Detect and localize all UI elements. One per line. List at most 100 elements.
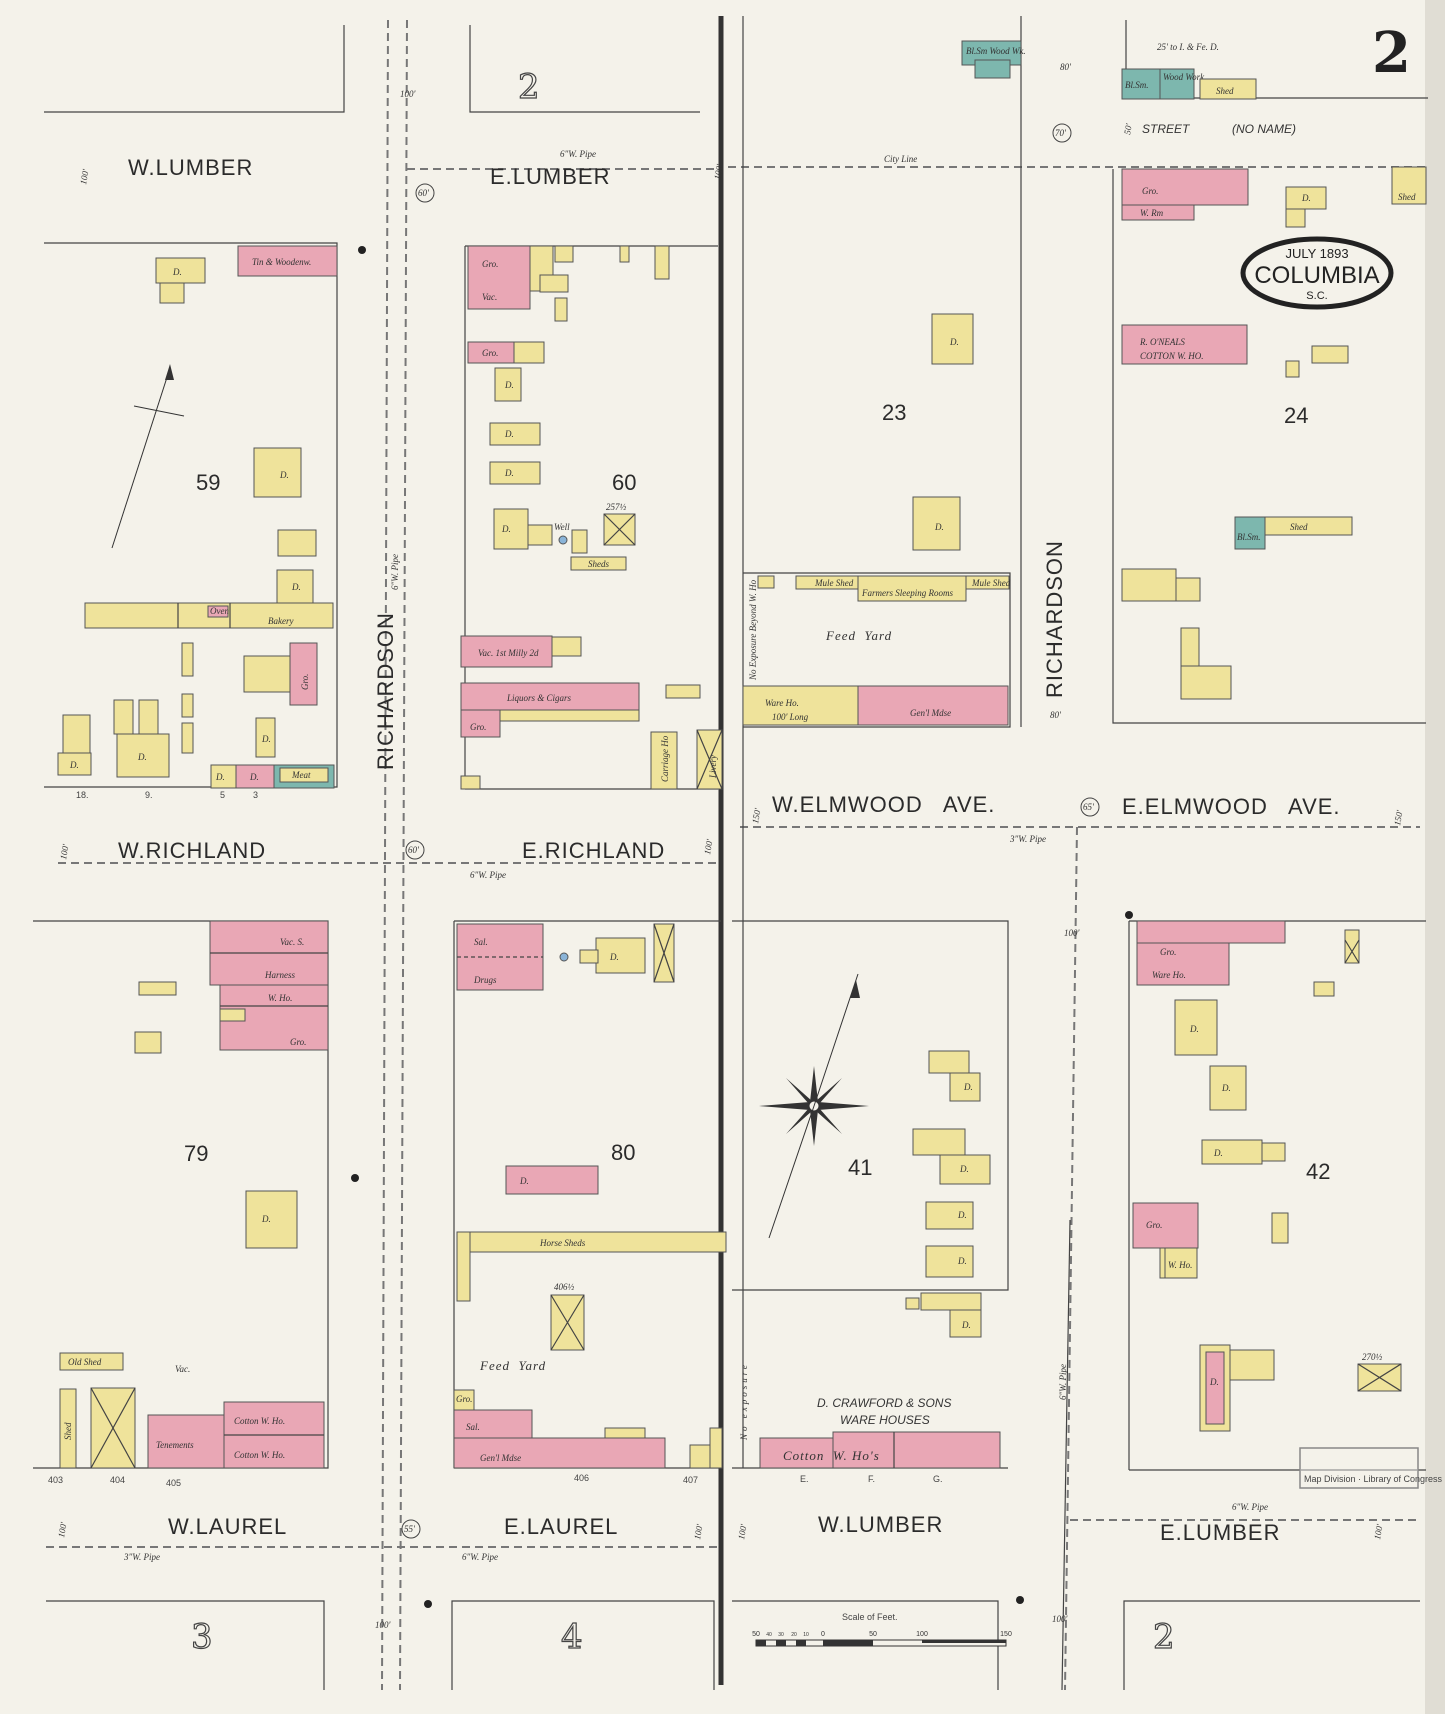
street-lines	[44, 16, 1430, 1691]
svg-text:D.: D.	[1189, 1024, 1199, 1034]
svg-text:Gro.: Gro.	[456, 1394, 472, 1404]
block-number-41: 41	[848, 1155, 872, 1180]
street-w-elmwood: W.ELMWOOD AVE.	[772, 792, 995, 817]
svg-text:D.: D.	[215, 772, 225, 782]
svg-text:Gen'l Mdse: Gen'l Mdse	[480, 1453, 521, 1463]
street-w-richland: W.RICHLAND	[118, 838, 266, 863]
scale-tick-label: 20	[791, 1632, 797, 1638]
svg-text:5: 5	[220, 790, 225, 800]
svg-text:D.: D.	[172, 267, 182, 277]
svg-text:Gro.: Gro.	[482, 259, 498, 269]
scale-tick-label: 150	[1000, 1631, 1012, 1638]
svg-text:D.: D.	[501, 524, 511, 534]
svg-text:150': 150'	[1392, 808, 1405, 826]
block-number-60: 60	[612, 470, 636, 495]
block-24-buildings: 25' to I. & Fe. D. Bl.Sm. Wood Work Shed…	[1121, 42, 1427, 700]
svg-text:W. Ho.: W. Ho.	[1168, 1260, 1192, 1270]
svg-text:D.: D.	[609, 952, 619, 962]
svg-text:100': 100'	[702, 837, 715, 855]
adjoining-sheet-top[interactable]: 2	[517, 66, 540, 107]
svg-text:Gro.: Gro.	[290, 1037, 306, 1047]
svg-text:Tenements: Tenements	[156, 1440, 194, 1450]
svg-text:100' Long: 100' Long	[772, 712, 809, 722]
svg-text:Well: Well	[554, 522, 570, 532]
svg-text:D.: D.	[519, 1176, 529, 1186]
street-w-laurel: W.LAUREL	[168, 1514, 287, 1539]
svg-text:W. Rm: W. Rm	[1140, 208, 1164, 218]
title-date: JULY 1893	[1285, 246, 1348, 261]
svg-text:D.: D.	[261, 1214, 271, 1224]
svg-text:6"W. Pipe: 6"W. Pipe	[462, 1552, 498, 1562]
svg-text:403: 403	[48, 1475, 63, 1485]
block-number-42: 42	[1306, 1159, 1330, 1184]
block-80-buildings: Sal.Drugs D. D. Horse Sheds 406½ Feed Ya…	[453, 923, 727, 1485]
title-cartouche: JULY 1893 COLUMBIA S.C.	[1240, 236, 1394, 310]
svg-text:Feed Yard: Feed Yard	[825, 628, 892, 643]
svg-text:407: 407	[683, 1475, 698, 1485]
svg-text:E.: E.	[800, 1474, 809, 1484]
svg-text:Sal.: Sal.	[466, 1422, 480, 1432]
svg-text:D.: D.	[959, 1164, 969, 1174]
svg-text:Liquors & Cigars: Liquors & Cigars	[506, 693, 572, 703]
svg-text:Vac. S.: Vac. S.	[280, 937, 304, 947]
svg-text:Ware Ho.: Ware Ho.	[765, 698, 799, 708]
svg-text:Gro.: Gro.	[470, 722, 486, 732]
svg-text:D.: D.	[963, 1082, 973, 1092]
svg-text:No Exposure Beyond W. Ho: No Exposure Beyond W. Ho	[748, 579, 758, 681]
adjoining-sheet-bottom-right[interactable]: 2	[1152, 1616, 1175, 1657]
street-annotations: 100' 100' 100' 60' 60' 55' 70' 65' 80' 8…	[56, 62, 1405, 1630]
svg-text:100': 100'	[736, 1522, 749, 1540]
street-no-name-note: (NO NAME)	[1232, 122, 1296, 136]
svg-text:100': 100'	[400, 89, 417, 99]
svg-text:404: 404	[110, 1475, 125, 1485]
street-no-name: STREET	[1142, 122, 1191, 136]
svg-text:Cotton W. Ho's: Cotton W. Ho's	[783, 1448, 880, 1463]
adjoining-sheet-bottom-left[interactable]: 3	[190, 1616, 213, 1657]
svg-text:Map Division · Library of Cong: Map Division · Library of Congress	[1304, 1474, 1443, 1484]
svg-text:100': 100'	[56, 1520, 69, 1538]
svg-text:406½: 406½	[554, 1282, 575, 1292]
scale-tick-label: 50	[869, 1631, 877, 1638]
svg-text:Tin & Woodenw.: Tin & Woodenw.	[252, 257, 311, 267]
svg-text:F.: F.	[868, 1474, 875, 1484]
svg-text:D.: D.	[69, 760, 79, 770]
svg-text:3"W. Pipe: 3"W. Pipe	[1009, 834, 1046, 844]
adjoining-sheet-bottom-mid[interactable]: 4	[560, 1616, 583, 1657]
svg-text:Wood Work: Wood Work	[1163, 72, 1205, 82]
svg-text:W. Ho.: W. Ho.	[268, 993, 292, 1003]
svg-text:Vac.: Vac.	[175, 1364, 190, 1374]
svg-text:Gro.: Gro.	[1146, 1220, 1162, 1230]
svg-text:Gro.: Gro.	[1160, 947, 1176, 957]
scale-tick-label: 100	[916, 1631, 928, 1638]
block-number-23: 23	[882, 400, 906, 425]
svg-text:Feed Yard: Feed Yard	[479, 1358, 546, 1373]
svg-text:70': 70'	[1055, 128, 1067, 138]
scale-tick-label: 40	[766, 1632, 772, 1638]
block-number-24: 24	[1284, 403, 1308, 428]
svg-text:Livery: Livery	[708, 755, 718, 779]
block-23-buildings: Bl.Sm Wood Wk. D. D. Mule Shed Mule Shed…	[742, 40, 1026, 726]
svg-text:3"W. Pipe: 3"W. Pipe	[123, 1552, 160, 1562]
block-number-59: 59	[196, 470, 220, 495]
svg-text:Sal.: Sal.	[474, 937, 488, 947]
svg-text:D.: D.	[1209, 1377, 1219, 1387]
scale-tick-label: 10	[803, 1632, 809, 1638]
title-city: COLUMBIA	[1254, 262, 1379, 289]
svg-text:D.: D.	[279, 470, 289, 480]
scale-title: Scale of Feet.	[842, 1612, 898, 1622]
svg-text:D.: D.	[261, 734, 271, 744]
svg-text:100': 100'	[712, 162, 725, 180]
svg-text:D.: D.	[949, 337, 959, 347]
svg-text:Gro.: Gro.	[1142, 186, 1158, 196]
svg-text:100': 100'	[692, 1522, 705, 1540]
svg-text:65': 65'	[1083, 802, 1095, 812]
svg-text:Shed: Shed	[1398, 192, 1416, 202]
svg-text:No exposure: No exposure	[739, 1362, 749, 1441]
svg-text:D.: D.	[137, 752, 147, 762]
svg-text:100': 100'	[58, 842, 71, 860]
svg-text:150': 150'	[750, 806, 763, 824]
svg-text:COTTON W. HO.: COTTON W. HO.	[1140, 351, 1204, 361]
svg-text:Ware Ho.: Ware Ho.	[1152, 970, 1186, 980]
svg-text:60': 60'	[408, 845, 420, 855]
